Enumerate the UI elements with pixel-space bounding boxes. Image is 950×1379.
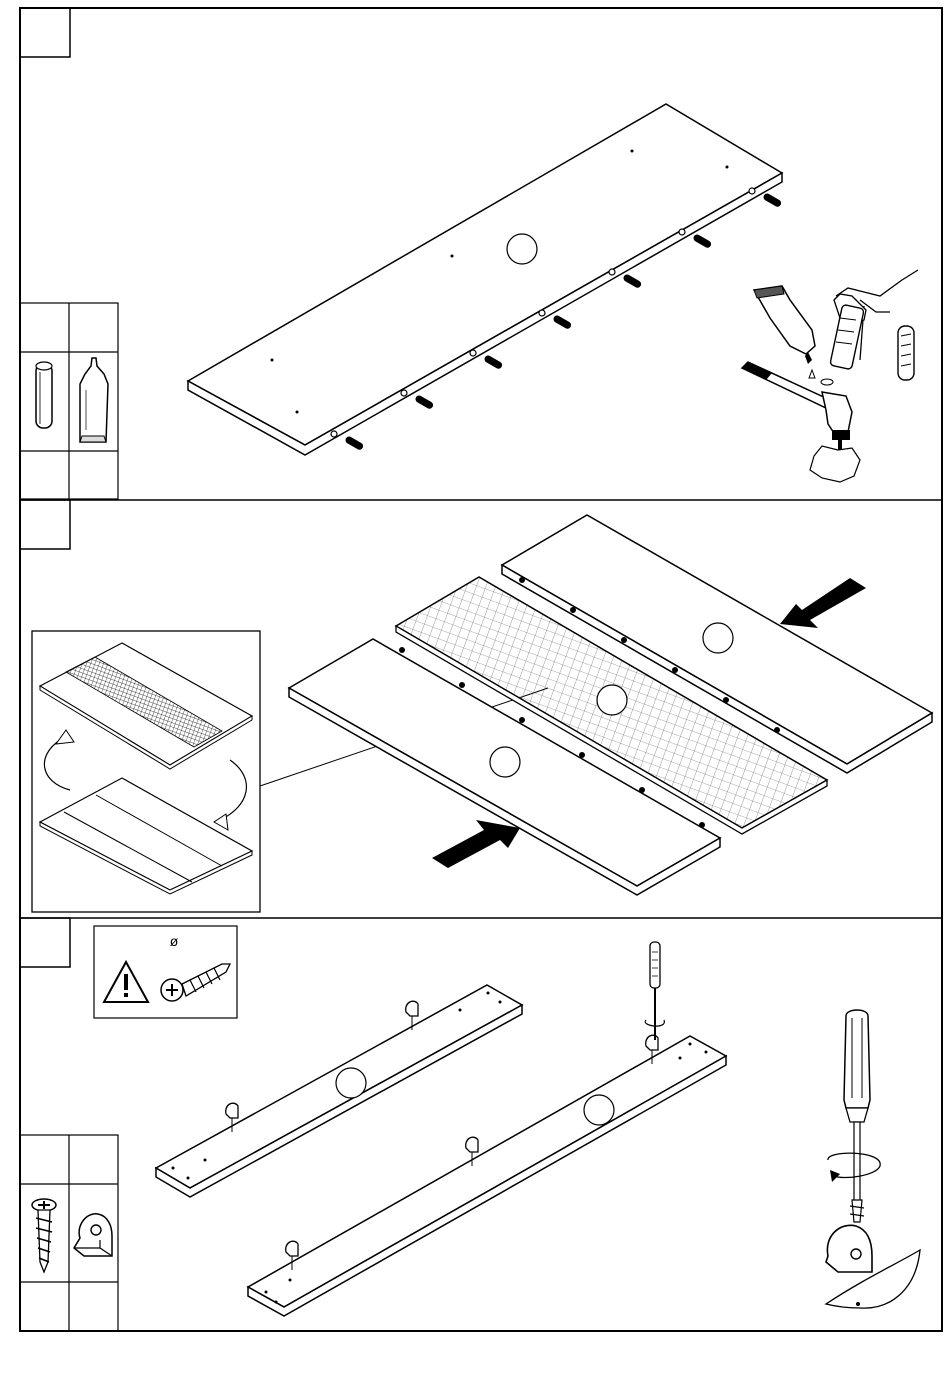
angle-bracket — [286, 1241, 298, 1256]
tools-illustration — [742, 270, 918, 482]
step-number-box — [20, 8, 70, 57]
joint-dowel — [459, 682, 465, 688]
screw-icon — [32, 1199, 56, 1272]
angle-bracket — [466, 1137, 478, 1152]
dowel — [553, 315, 572, 329]
joint-dowel — [699, 822, 705, 828]
step-2 — [20, 500, 932, 912]
joint-dowel — [399, 647, 405, 653]
dowel-hole — [539, 310, 545, 316]
angle-bracket — [646, 1035, 658, 1050]
joint-dowel — [639, 787, 645, 793]
dowel-hole — [749, 188, 755, 194]
angle-bracket-icon — [74, 1214, 112, 1256]
angle-bracket — [406, 1001, 418, 1016]
angle-bracket — [226, 1103, 238, 1118]
parts-table — [20, 303, 118, 499]
step-1 — [20, 8, 918, 499]
dowel-hole — [331, 431, 337, 437]
board-fragment — [810, 446, 860, 482]
dowel — [345, 436, 364, 450]
joint-dowel — [774, 727, 780, 733]
joint-dowel — [570, 607, 576, 613]
dowel — [415, 395, 434, 409]
pre-drill-warning: ø — [94, 926, 237, 1018]
dowel — [484, 355, 503, 369]
step-number-box — [20, 918, 70, 967]
joint-dowel — [723, 697, 729, 703]
push-arrow — [432, 820, 520, 868]
step-3: ø — [20, 918, 920, 1331]
dowel — [763, 193, 782, 207]
joint-dowel — [672, 667, 678, 673]
joint-dowel — [519, 577, 525, 583]
dowel-hole — [470, 350, 476, 356]
screwdriver-icon — [645, 942, 664, 1040]
parts-table — [20, 1135, 118, 1331]
dowel-hole — [609, 269, 615, 275]
step-number-box — [20, 500, 70, 549]
joint-dowel — [621, 637, 627, 643]
dowel-hole — [401, 390, 407, 396]
screwdriver-icon — [826, 1010, 920, 1308]
panel-with-dowels — [188, 104, 782, 455]
dowel-icon — [898, 326, 914, 380]
joint-dowel — [579, 752, 585, 758]
cable-hole — [507, 234, 537, 264]
dowel — [623, 274, 642, 288]
wooden-dowel-icon — [36, 362, 52, 428]
diameter-symbol: ø — [170, 933, 179, 949]
glue-bottle-icon — [80, 358, 108, 442]
joint-dowel — [519, 717, 525, 723]
dowel-hole — [679, 229, 685, 235]
push-arrow — [780, 578, 866, 628]
dowel — [693, 234, 712, 248]
